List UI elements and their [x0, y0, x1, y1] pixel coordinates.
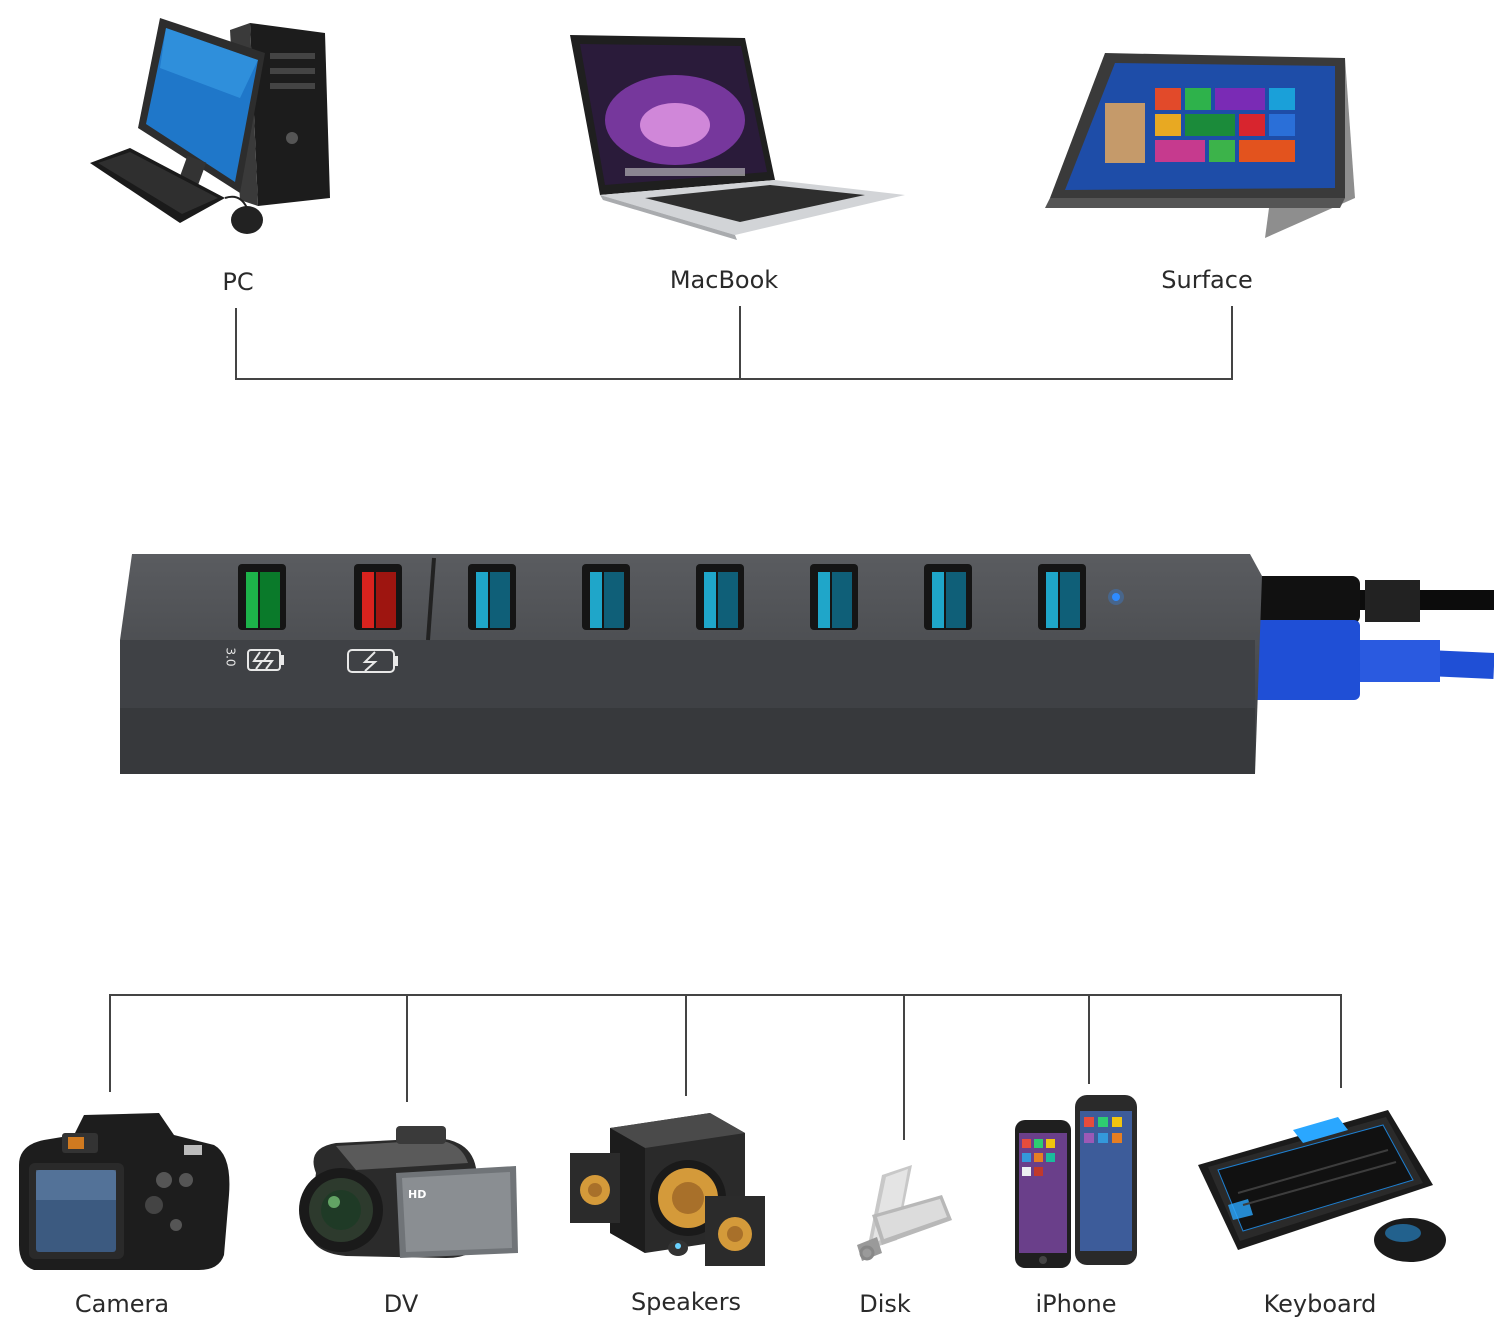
tablet-icon — [1045, 53, 1355, 238]
host-label-pc: PC — [222, 268, 254, 296]
host-label-macbook: MacBook — [669, 266, 779, 294]
camcorder-icon: HD — [299, 1126, 518, 1258]
qc-port-mark: 3.0 — [223, 647, 238, 667]
device-label-iphone: iPhone — [1035, 1290, 1117, 1318]
speakers-icon — [570, 1113, 765, 1266]
device-label-camera: Camera — [74, 1290, 170, 1318]
usb-flash-disk-icon — [857, 1165, 952, 1261]
device-label-speakers: Speakers — [630, 1288, 742, 1316]
dv-hd-badge: HD — [408, 1188, 426, 1201]
laptop-icon — [570, 35, 905, 240]
device-label-dv: DV — [383, 1290, 419, 1318]
keyboard-mouse-icon — [1198, 1110, 1446, 1262]
camera-icon — [19, 1113, 230, 1270]
host-label-surface: Surface — [1161, 266, 1253, 294]
device-label-keyboard: Keyboard — [1263, 1290, 1377, 1318]
device-label-disk: Disk — [859, 1290, 911, 1318]
smartphone-icon — [1015, 1095, 1137, 1268]
usb-hub-icon — [120, 554, 1494, 774]
desktop-pc-icon — [90, 18, 330, 234]
